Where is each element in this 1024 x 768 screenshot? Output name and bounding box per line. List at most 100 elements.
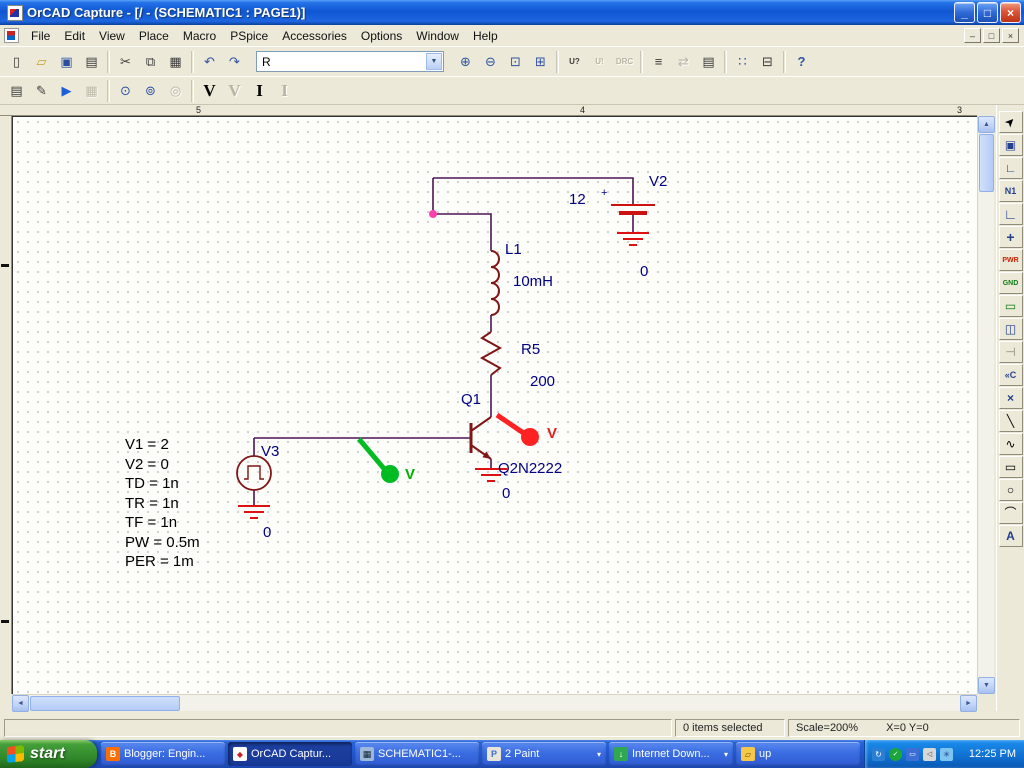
- pulse-source-v3[interactable]: [236, 455, 272, 491]
- horizontal-scroll-thumb[interactable]: [30, 696, 180, 711]
- undo-button[interactable]: ↶: [197, 50, 222, 74]
- copy-button[interactable]: ⧉: [138, 50, 163, 74]
- place-hierarchical-port-tool[interactable]: ◫: [998, 318, 1023, 340]
- place-part-tool[interactable]: ▣: [998, 134, 1023, 156]
- new-simulation-profile-button[interactable]: ▤: [4, 79, 29, 103]
- place-rectangle-tool[interactable]: ▭: [998, 456, 1023, 478]
- place-polyline-tool[interactable]: ∿: [998, 433, 1023, 455]
- help-button[interactable]: ?: [789, 50, 814, 74]
- place-power-tool[interactable]: PWR: [998, 249, 1023, 271]
- scroll-right-icon[interactable]: ►: [960, 695, 977, 712]
- scroll-left-icon[interactable]: ◄: [12, 695, 29, 712]
- bom-button[interactable]: ▤: [696, 50, 721, 74]
- menu-options[interactable]: Options: [360, 28, 403, 43]
- voltage-marker-button[interactable]: V: [197, 79, 222, 103]
- q1-refdes-label[interactable]: Q1: [461, 391, 482, 408]
- place-text-tool[interactable]: A: [998, 525, 1023, 547]
- zoom-all-button[interactable]: ⊞: [528, 50, 553, 74]
- ground-v3[interactable]: [238, 505, 270, 519]
- v3-ground-label[interactable]: 0: [263, 524, 272, 541]
- place-no-connect-tool[interactable]: ×: [998, 387, 1023, 409]
- power-marker-button[interactable]: I: [272, 79, 297, 103]
- drc-button[interactable]: DRC: [612, 50, 637, 74]
- inductor-l1[interactable]: [490, 250, 500, 316]
- taskbar-item-paint-group[interactable]: 2 Paint▾: [482, 742, 606, 766]
- cut-button[interactable]: ✂: [113, 50, 138, 74]
- view-simulation-results-button[interactable]: ▦: [79, 79, 104, 103]
- new-button[interactable]: ▯: [4, 50, 29, 74]
- menu-window[interactable]: Window: [416, 28, 459, 43]
- schematic-canvas[interactable]: V2 12 + 0 L1 10mH R5 200 Q1 Q2N2222 0 V3…: [12, 116, 977, 694]
- current-marker-button[interactable]: I: [247, 79, 272, 103]
- back-annotate-button[interactable]: U!: [587, 50, 612, 74]
- q1-ground-label[interactable]: 0: [502, 485, 511, 502]
- combobox-dropdown-icon[interactable]: ▼: [426, 53, 442, 70]
- paste-button[interactable]: ▦: [163, 50, 188, 74]
- voltage-probe-red[interactable]: [495, 412, 539, 446]
- ground-q1[interactable]: [475, 468, 507, 482]
- mdi-close-button[interactable]: ×: [1002, 28, 1019, 43]
- vertical-scroll-thumb[interactable]: [979, 134, 994, 192]
- marker-list-button[interactable]: ◎: [163, 79, 188, 103]
- place-arc-tool[interactable]: ⌒: [998, 502, 1023, 524]
- view-circuit-file-button[interactable]: ⊙: [113, 79, 138, 103]
- part-search-combobox[interactable]: R ▼: [256, 51, 444, 72]
- redo-button[interactable]: ↷: [222, 50, 247, 74]
- l1-value-label[interactable]: 10mH: [513, 273, 554, 290]
- taskbar-item-internet-download[interactable]: Internet Down...▾: [609, 742, 733, 766]
- menu-file[interactable]: File: [31, 28, 51, 43]
- menu-place[interactable]: Place: [138, 28, 169, 43]
- close-button[interactable]: ×: [1000, 2, 1021, 23]
- menu-macro[interactable]: Macro: [182, 28, 217, 43]
- mdi-minimize-button[interactable]: –: [964, 28, 981, 43]
- tray-icon-update[interactable]: [872, 747, 885, 761]
- zoom-in-button[interactable]: ⊕: [453, 50, 478, 74]
- scroll-up-icon[interactable]: ▲: [978, 116, 995, 133]
- taskbar-item-up-folder[interactable]: up: [736, 742, 860, 766]
- place-hierarchical-pin-tool[interactable]: ⊣: [998, 341, 1023, 363]
- v3-refdes-label[interactable]: V3: [261, 443, 280, 460]
- zoom-out-button[interactable]: ⊖: [478, 50, 503, 74]
- tray-icon-security[interactable]: [889, 747, 902, 761]
- v2-ground-label[interactable]: 0: [640, 263, 649, 280]
- select-tool[interactable]: ➤: [998, 111, 1023, 133]
- snap-to-grid-button[interactable]: ∷: [730, 50, 755, 74]
- taskbar-item-blogger[interactable]: Blogger: Engin...: [101, 742, 225, 766]
- print-button[interactable]: ▤: [79, 50, 104, 74]
- mdi-restore-button[interactable]: □: [983, 28, 1000, 43]
- cross-reference-button[interactable]: ⇄: [671, 50, 696, 74]
- edit-simulation-profile-button[interactable]: ✎: [29, 79, 54, 103]
- view-output-file-button[interactable]: ⊚: [138, 79, 163, 103]
- place-hierarchical-block-tool[interactable]: ▭: [998, 295, 1023, 317]
- scroll-down-icon[interactable]: ▼: [978, 677, 995, 694]
- start-button[interactable]: start: [0, 740, 97, 768]
- r5-value-label[interactable]: 200: [530, 373, 556, 390]
- l1-refdes-label[interactable]: L1: [505, 241, 522, 258]
- q1-value-label[interactable]: Q2N2222: [498, 460, 563, 477]
- menu-accessories[interactable]: Accessories: [282, 28, 347, 43]
- taskbar-item-orcad[interactable]: OrCAD Captur...: [228, 742, 352, 766]
- v3-parameters[interactable]: V1 = 2 V2 = 0 TD = 1n TR = 1n TF = 1n PW…: [125, 435, 200, 572]
- r5-refdes-label[interactable]: R5: [521, 341, 541, 358]
- project-manager-button[interactable]: ⊟: [755, 50, 780, 74]
- wire[interactable]: [253, 177, 634, 506]
- v2-refdes-label[interactable]: V2: [649, 173, 668, 190]
- place-line-tool[interactable]: ╲: [998, 410, 1023, 432]
- tray-icon-display[interactable]: [906, 747, 919, 761]
- tray-icon-volume[interactable]: [923, 747, 936, 761]
- place-wire-tool[interactable]: ∟: [998, 157, 1023, 179]
- menu-help[interactable]: Help: [472, 28, 498, 43]
- battery-v2[interactable]: [611, 204, 655, 215]
- vertical-scrollbar[interactable]: ▲ ▼: [977, 116, 995, 694]
- ground-v2[interactable]: [617, 232, 649, 246]
- wire-junction-dot[interactable]: [429, 210, 437, 218]
- transistor-q1[interactable]: [469, 416, 492, 460]
- voltage-probe-green[interactable]: [357, 437, 399, 483]
- place-off-page-connector-tool[interactable]: «C: [998, 364, 1023, 386]
- save-button[interactable]: ▣: [54, 50, 79, 74]
- place-net-alias-tool[interactable]: N1: [998, 180, 1023, 202]
- zoom-area-button[interactable]: ⊡: [503, 50, 528, 74]
- menu-view[interactable]: View: [99, 28, 125, 43]
- menu-edit[interactable]: Edit: [64, 28, 86, 43]
- red-probe-label[interactable]: V: [547, 425, 558, 442]
